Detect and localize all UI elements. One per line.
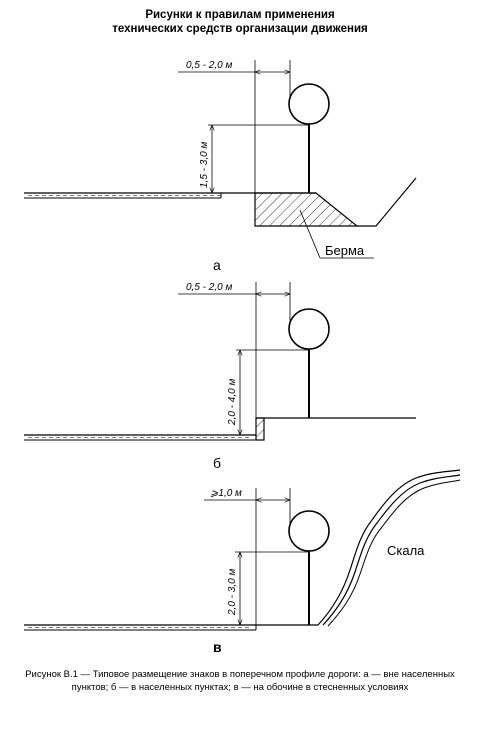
figure-c: ⩾1,0 м 2,0 - 3,0 м Скала в	[24, 469, 461, 655]
road-surface-c	[24, 624, 257, 631]
road-surface-a	[24, 192, 222, 199]
figure-label-a: а	[213, 257, 221, 273]
berm-a	[254, 192, 359, 227]
title-line-1: Рисунки к правилам применения	[145, 9, 335, 21]
height-label-a: 1,5 - 3,0 м	[199, 142, 210, 188]
figure-caption: Рисунок В.1 — Типовое размещение знаков …	[25, 669, 455, 693]
offset-dimension-c: ⩾1,0 м	[204, 488, 291, 625]
figure-label-b: б	[213, 455, 221, 471]
rock-label: Скала	[387, 543, 425, 558]
curb-b	[255, 417, 265, 441]
offset-dimension-a: 0,5 - 2,0 м	[178, 60, 291, 193]
road-surface-b	[24, 434, 256, 441]
sign-post-a	[288, 83, 330, 193]
sign-post-c	[288, 510, 330, 625]
figure-b: 0,5 - 2,0 м 2,0 - 4,0 м б	[24, 282, 416, 471]
offset-label-c: ⩾1,0 м	[210, 488, 242, 499]
height-label-b: 2,0 - 4,0 м	[227, 379, 238, 426]
sign-post-b	[288, 308, 330, 418]
figure-a: 0,5 - 2,0 м 1,5 - 3,0 м Берма а	[24, 60, 417, 273]
rock-face-c	[317, 469, 461, 627]
title-line-2: технических средств организации движения	[112, 23, 368, 35]
ditch-a	[357, 177, 417, 227]
page-title: Рисунки к правилам применения технически…	[0, 8, 480, 36]
offset-label-a: 0,5 - 2,0 м	[186, 60, 232, 71]
offset-label-b: 0,5 - 2,0 м	[186, 282, 232, 293]
berm-leader-a	[299, 209, 321, 259]
figure-label-c: в	[213, 639, 222, 655]
height-label-c: 2,0 - 3,0 м	[227, 569, 238, 616]
height-dimension-c: 2,0 - 3,0 м	[227, 551, 309, 625]
height-dimension-b: 2,0 - 4,0 м	[227, 349, 309, 435]
height-dimension-a: 1,5 - 3,0 м	[199, 124, 309, 193]
berm-label: Берма	[325, 243, 365, 258]
